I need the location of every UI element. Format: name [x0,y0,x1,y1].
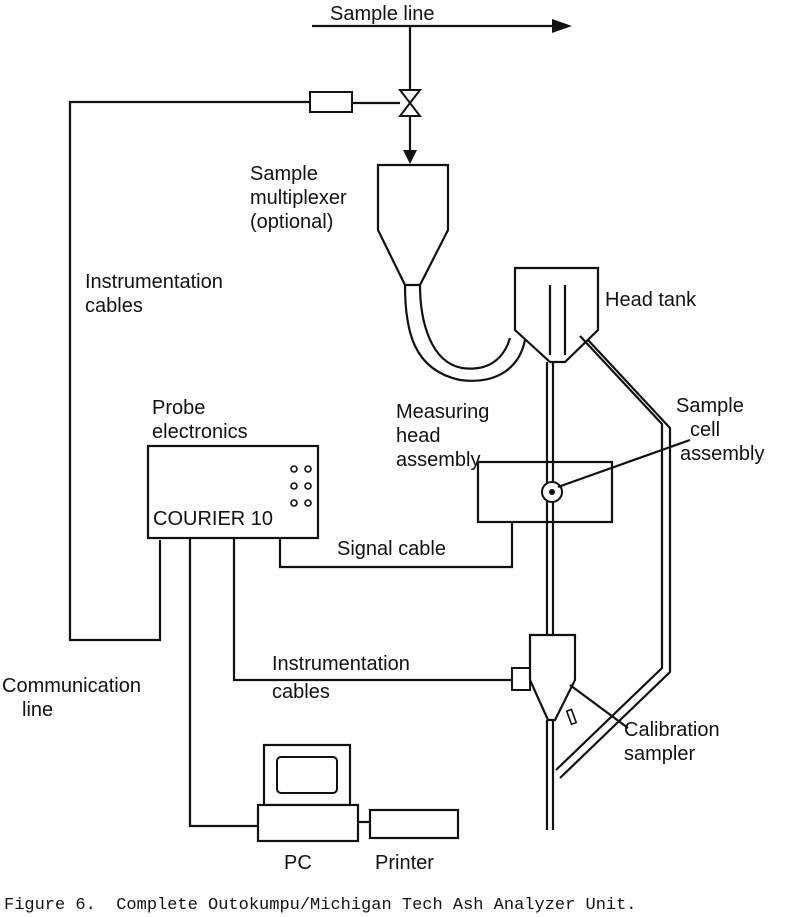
head-tank-label: Head tank [605,289,697,311]
calibration-label-2: sampler [624,743,695,765]
sample-line-label: Sample line [330,3,435,25]
instr-cables-top-label-1: Instrumentation [85,271,223,293]
pc [256,743,360,843]
measuring-head-label-2: head [396,425,441,447]
figure-caption: Figure 6. Complete Outokumpu/Michigan Te… [4,896,637,915]
sample-multiplexer [376,163,527,382]
courier-label: COURIER 10 [153,508,273,530]
main-pipe [545,362,555,830]
instr-cables-bottom-label-2: cables [272,681,330,703]
multiplexer-label-2: multiplexer [250,187,347,209]
instr-cables-top-label-2: cables [85,295,143,317]
multiplexer-label-3: (optional) [250,211,333,233]
calibration-label-1: Calibration [624,719,720,741]
printer-label: Printer [375,852,434,874]
comm-line-label-2: line [22,699,53,721]
probe-electronics-label-1: Probe [152,397,205,419]
instr-cables-bottom-label-1: Instrumentation [272,653,410,675]
sample-line [312,19,572,33]
bypass-pipe [555,335,672,779]
printer [358,808,460,840]
probe-electronics-box [146,444,320,540]
signal-cable [278,522,514,569]
measuring-head-assembly [476,438,691,524]
probe-electronics-label-2: electronics [152,421,248,443]
comm-line-label-1: Communication [2,675,141,697]
instrumentation-cable-bottom [232,538,512,682]
communication-line [188,538,258,828]
measuring-head-label-1: Measuring [396,401,489,423]
instrumentation-cable-top [68,91,400,642]
sample-feed-line [397,26,423,164]
sample-cell-label-1: Sample [676,395,744,417]
multiplexer-label-1: Sample [250,163,318,185]
head-tank [513,266,600,364]
measuring-head-label-3: assembly [396,449,480,471]
calibration-sampler [511,625,629,729]
signal-cable-label: Signal cable [337,538,446,560]
sample-cell-label-2: cell [690,419,720,441]
pc-label: PC [284,852,312,874]
sample-cell-label-3: assembly [680,443,764,465]
